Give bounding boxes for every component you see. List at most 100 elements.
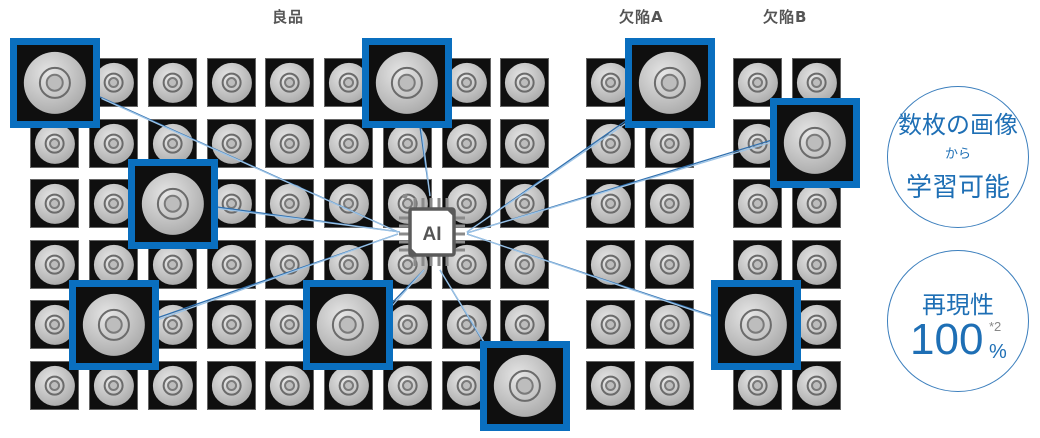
defect-b-sample-image bbox=[733, 58, 782, 107]
part-disc bbox=[152, 365, 193, 406]
good-sample-image bbox=[207, 361, 256, 410]
good-sample-image bbox=[207, 300, 256, 349]
part-disc bbox=[211, 183, 252, 224]
part-disc bbox=[649, 365, 690, 406]
part-disc bbox=[446, 62, 487, 103]
part-disc bbox=[796, 365, 837, 406]
part-disc bbox=[796, 62, 837, 103]
part-disc bbox=[649, 244, 690, 285]
badge-reproducibility-value: 100 bbox=[910, 315, 984, 364]
part-disc bbox=[82, 293, 146, 357]
good-sample-image bbox=[442, 361, 491, 410]
connector-line bbox=[439, 269, 487, 345]
connector-line bbox=[158, 233, 399, 321]
part-disc bbox=[93, 365, 134, 406]
defect-a-sample-image bbox=[586, 240, 635, 289]
part-disc bbox=[796, 304, 837, 345]
connector-line bbox=[466, 120, 629, 233]
good-sample-image bbox=[500, 179, 549, 228]
part-disc bbox=[504, 304, 545, 345]
part-disc bbox=[737, 365, 778, 406]
part-disc bbox=[387, 304, 428, 345]
good-sample-image bbox=[30, 179, 79, 228]
part-disc bbox=[590, 304, 631, 345]
part-disc bbox=[590, 62, 631, 103]
part-disc bbox=[446, 123, 487, 164]
connector-line bbox=[101, 97, 399, 233]
defect-a-sample-image bbox=[645, 179, 694, 228]
part-disc bbox=[387, 123, 428, 164]
part-disc bbox=[590, 244, 631, 285]
good-highlighted-sample bbox=[128, 159, 218, 249]
good-sample-image bbox=[324, 119, 373, 168]
part-disc bbox=[93, 62, 134, 103]
badge-reproducibility-unit: % bbox=[989, 341, 1007, 363]
part-disc bbox=[328, 183, 369, 224]
good-sample-image bbox=[30, 240, 79, 289]
good-sample-image bbox=[207, 119, 256, 168]
header-defect-b: 欠陥B bbox=[763, 8, 808, 26]
good-highlighted-sample bbox=[69, 280, 159, 370]
header-defect-a: 欠陥A bbox=[619, 8, 664, 26]
connector-line bbox=[466, 233, 715, 319]
part-disc bbox=[783, 111, 847, 175]
defect-b-highlighted-sample bbox=[711, 280, 801, 370]
part-disc bbox=[649, 123, 690, 164]
good-sample-image bbox=[207, 58, 256, 107]
part-disc bbox=[152, 244, 193, 285]
defect-b-sample-image bbox=[792, 240, 841, 289]
good-sample-image bbox=[500, 300, 549, 349]
part-disc bbox=[211, 244, 252, 285]
defect-a-highlighted-sample bbox=[625, 38, 715, 128]
part-disc bbox=[387, 365, 428, 406]
defect-b-sample-image bbox=[792, 58, 841, 107]
connector-line bbox=[466, 140, 774, 234]
badge-few-images-line2: から bbox=[944, 147, 971, 162]
part-disc bbox=[446, 304, 487, 345]
part-disc bbox=[34, 365, 75, 406]
ai-chip-label: AI bbox=[423, 224, 442, 245]
part-disc bbox=[504, 62, 545, 103]
part-disc bbox=[737, 62, 778, 103]
good-sample-image bbox=[500, 119, 549, 168]
part-disc bbox=[34, 183, 75, 224]
part-disc bbox=[638, 51, 702, 115]
good-sample-image bbox=[265, 119, 314, 168]
part-disc bbox=[590, 365, 631, 406]
good-sample-image bbox=[383, 361, 432, 410]
defect-a-sample-image bbox=[586, 179, 635, 228]
part-disc bbox=[649, 304, 690, 345]
part-disc bbox=[328, 244, 369, 285]
connector-line bbox=[420, 128, 431, 197]
header-good: 良品 bbox=[272, 8, 305, 26]
part-disc bbox=[504, 183, 545, 224]
connector-line bbox=[218, 207, 401, 233]
good-highlighted-sample bbox=[303, 280, 393, 370]
part-disc bbox=[269, 62, 310, 103]
part-disc bbox=[93, 123, 134, 164]
part-disc bbox=[504, 244, 545, 285]
defect-b-sample-image bbox=[733, 179, 782, 228]
good-sample-image bbox=[148, 58, 197, 107]
part-disc bbox=[328, 365, 369, 406]
part-disc bbox=[211, 304, 252, 345]
part-disc bbox=[493, 354, 557, 418]
part-disc bbox=[737, 183, 778, 224]
part-disc bbox=[34, 304, 75, 345]
part-disc bbox=[152, 304, 193, 345]
part-disc bbox=[23, 51, 87, 115]
badge-few-images-line3: 学習可能 bbox=[905, 173, 1010, 203]
good-sample-image bbox=[265, 58, 314, 107]
part-disc bbox=[796, 244, 837, 285]
good-highlighted-sample bbox=[362, 38, 452, 128]
defect-b-highlighted-sample bbox=[770, 98, 860, 188]
connector-line bbox=[392, 269, 425, 306]
part-disc bbox=[34, 123, 75, 164]
part-disc bbox=[446, 365, 487, 406]
good-highlighted-sample bbox=[10, 38, 100, 128]
defect-a-sample-image bbox=[586, 361, 635, 410]
badge-reproducibility-title: 再現性 bbox=[922, 291, 994, 319]
part-disc bbox=[649, 183, 690, 224]
badge-reproducibility-footnote: *2 bbox=[989, 319, 1002, 334]
